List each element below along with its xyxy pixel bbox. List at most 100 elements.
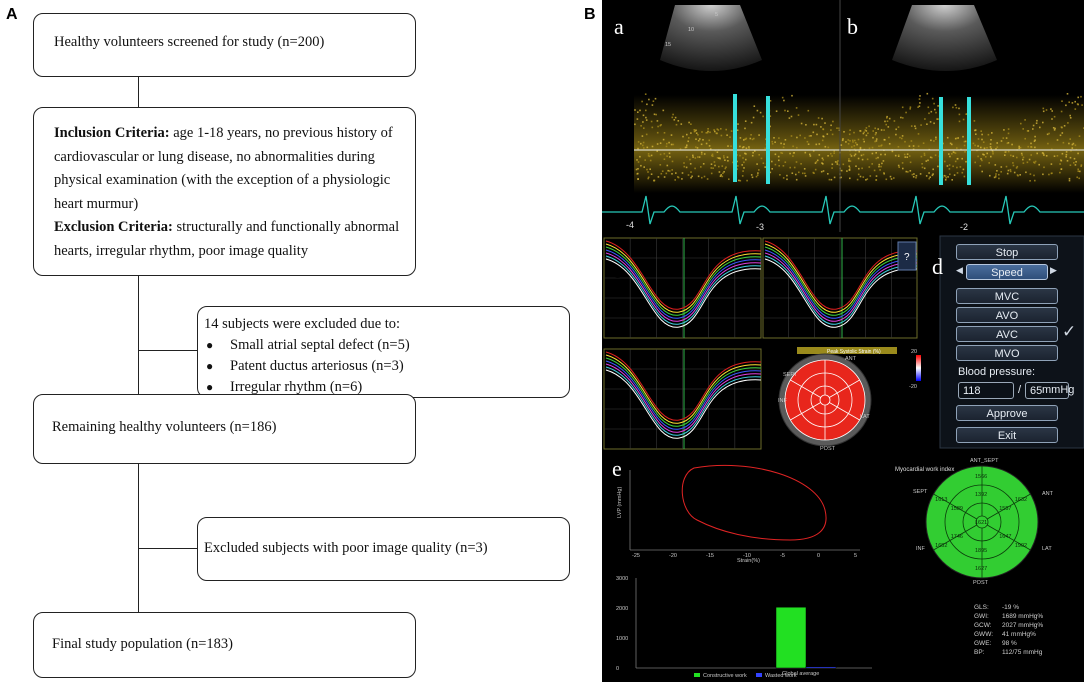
bar-category-label: Global average [782, 671, 819, 677]
wi-outer-value: 1652 [935, 543, 947, 549]
pv-x-tick: -15 [706, 553, 714, 559]
wi-middle-value: 1647 [999, 534, 1011, 540]
depth-label-a1: 5 [715, 12, 718, 18]
bar-constructive-work [775, 606, 807, 669]
svg-text:Peak Systolic Strain (%): Peak Systolic Strain (%) [827, 349, 881, 355]
stat-label: GLS: [974, 604, 989, 611]
criteria-box: Inclusion Criteria: age 1-18 years, no p… [33, 107, 416, 276]
subpanel-label-e: e [612, 456, 622, 481]
avo-button[interactable]: AVO [956, 307, 1058, 323]
pv-x-tick: -25 [632, 553, 640, 559]
echo-fan-a [660, 5, 762, 71]
bar-y-tick: 0 [616, 666, 619, 672]
bar-y-tick: 3000 [616, 576, 628, 582]
excluded-list: Small atrial septal defect (n=5) Patent … [204, 335, 569, 398]
depth-label-a2: 10 [688, 27, 694, 33]
wi-outer-value: 1627 [975, 566, 987, 572]
exclusion-criteria: Exclusion Criteria: structurally and fun… [54, 216, 407, 263]
stat-value: -19 % [1002, 604, 1019, 611]
stat-label: BP: [974, 649, 985, 656]
svg-text:LAT: LAT [1042, 546, 1052, 552]
time-tick-a: -4 [626, 220, 634, 230]
stat-value: 41 mmHg% [1002, 631, 1036, 638]
pv-xlabel: Strain(%) [737, 558, 760, 564]
svg-text:POST: POST [973, 580, 989, 586]
blood-pressure-label: Blood pressure: [958, 366, 1036, 378]
bp-unit: mmHg [1042, 384, 1075, 396]
bp-separator: / [1018, 384, 1022, 396]
panel-b-image: 5 10 15 -4 -3 -2 ? Peak [602, 0, 1084, 682]
inclusion-text: age 1-18 years, no previous history of c… [54, 125, 393, 212]
pv-x-tick: 0 [817, 553, 820, 559]
svg-text:LAT: LAT [860, 414, 870, 420]
strain-curve-panel-3 [603, 348, 762, 450]
wi-outer-value: 1566 [975, 474, 987, 480]
subpanel-label-d: d [932, 254, 943, 279]
flow-connector-main-1 [138, 77, 140, 107]
depth-label-a3: 15 [665, 42, 671, 48]
wi-middle-value: 1746 [951, 534, 963, 540]
wi-middle-value: 1895 [975, 548, 987, 554]
svg-text:ANT: ANT [845, 356, 857, 362]
stat-label: GWW: [974, 631, 994, 638]
remaining-box: Remaining healthy volunteers (n=186) [33, 394, 416, 464]
svg-text:SEPT: SEPT [913, 489, 928, 495]
flow-connector-branch-2 [138, 548, 197, 550]
legend-swatch [756, 673, 762, 677]
wi-outer-value: 1902 [1015, 543, 1027, 549]
stat-label: GCW: [974, 622, 992, 629]
pv-x-tick: -20 [669, 553, 677, 559]
mvo-button[interactable]: MVO [956, 345, 1058, 361]
wi-middle-value: 1392 [975, 492, 987, 498]
cyan-markers [733, 94, 971, 185]
speed-left-arrow[interactable]: ◀ [956, 266, 963, 276]
speed-button[interactable]: Speed [966, 264, 1048, 280]
systolic-input[interactable] [958, 382, 1014, 399]
final-text: Final study population (n=183) [52, 636, 233, 652]
svg-text:POST: POST [820, 446, 836, 452]
wi-middle-value: 1557 [999, 506, 1011, 512]
strain-curve-panel-1 [603, 237, 762, 339]
wi-outer-value: 1632 [1015, 497, 1027, 503]
excluded-item: Small atrial septal defect (n=5) [204, 335, 569, 356]
pv-x-tick: -5 [780, 553, 785, 559]
stat-label: GWI: [974, 613, 989, 620]
subpanel-label-a: a [614, 14, 624, 39]
avc-button[interactable]: AVC [956, 326, 1058, 342]
bar-y-tick: 2000 [616, 606, 628, 612]
echo-fan-b [892, 5, 997, 71]
pv-ylabel: LVP (mmHg) [617, 487, 623, 518]
screened-text: Healthy volunteers screened for study (n… [54, 34, 325, 50]
excluded-item: Patent ductus arteriosus (n=3) [204, 356, 569, 377]
inclusion-criteria: Inclusion Criteria: age 1-18 years, no p… [54, 122, 407, 216]
exit-button[interactable]: Exit [956, 427, 1058, 443]
poor-quality-text: Excluded subjects with poor image qualit… [204, 540, 488, 556]
stat-value: 112/75 mmHg [1002, 649, 1043, 656]
stat-value: 98 % [1002, 640, 1017, 647]
panel-label-a: A [6, 6, 18, 23]
subpanel-label-b: b [847, 14, 858, 39]
bar-y-tick: 1000 [616, 636, 628, 642]
wi-middle-value: 1589 [951, 506, 963, 512]
bar-wasted-work [805, 666, 837, 669]
poor-quality-box: Excluded subjects with poor image qualit… [197, 517, 570, 581]
pv-x-tick: -10 [743, 553, 751, 559]
doppler-band [634, 95, 1084, 193]
flow-connector-branch-1 [138, 350, 197, 352]
stop-button[interactable]: Stop [956, 244, 1058, 260]
panel-label-b: B [584, 6, 596, 23]
inclusion-label: Inclusion Criteria: [54, 125, 170, 141]
diastolic-input[interactable] [1025, 382, 1069, 399]
speed-right-arrow[interactable]: ▶ [1050, 266, 1057, 276]
exclusion-text: structurally and functionally abnormal h… [54, 219, 400, 259]
time-tick-a2: -3 [756, 222, 764, 232]
mvc-button[interactable]: MVC [956, 288, 1058, 304]
wi-outer-value: 1613 [935, 497, 947, 503]
time-tick-b: -2 [960, 222, 968, 232]
svg-text:INF: INF [916, 546, 926, 552]
approve-button[interactable]: Approve [956, 405, 1058, 421]
svg-text:ANT_SEPT: ANT_SEPT [970, 458, 999, 464]
stat-label: GWE: [974, 640, 992, 647]
svg-text:SEPT: SEPT [783, 372, 798, 378]
